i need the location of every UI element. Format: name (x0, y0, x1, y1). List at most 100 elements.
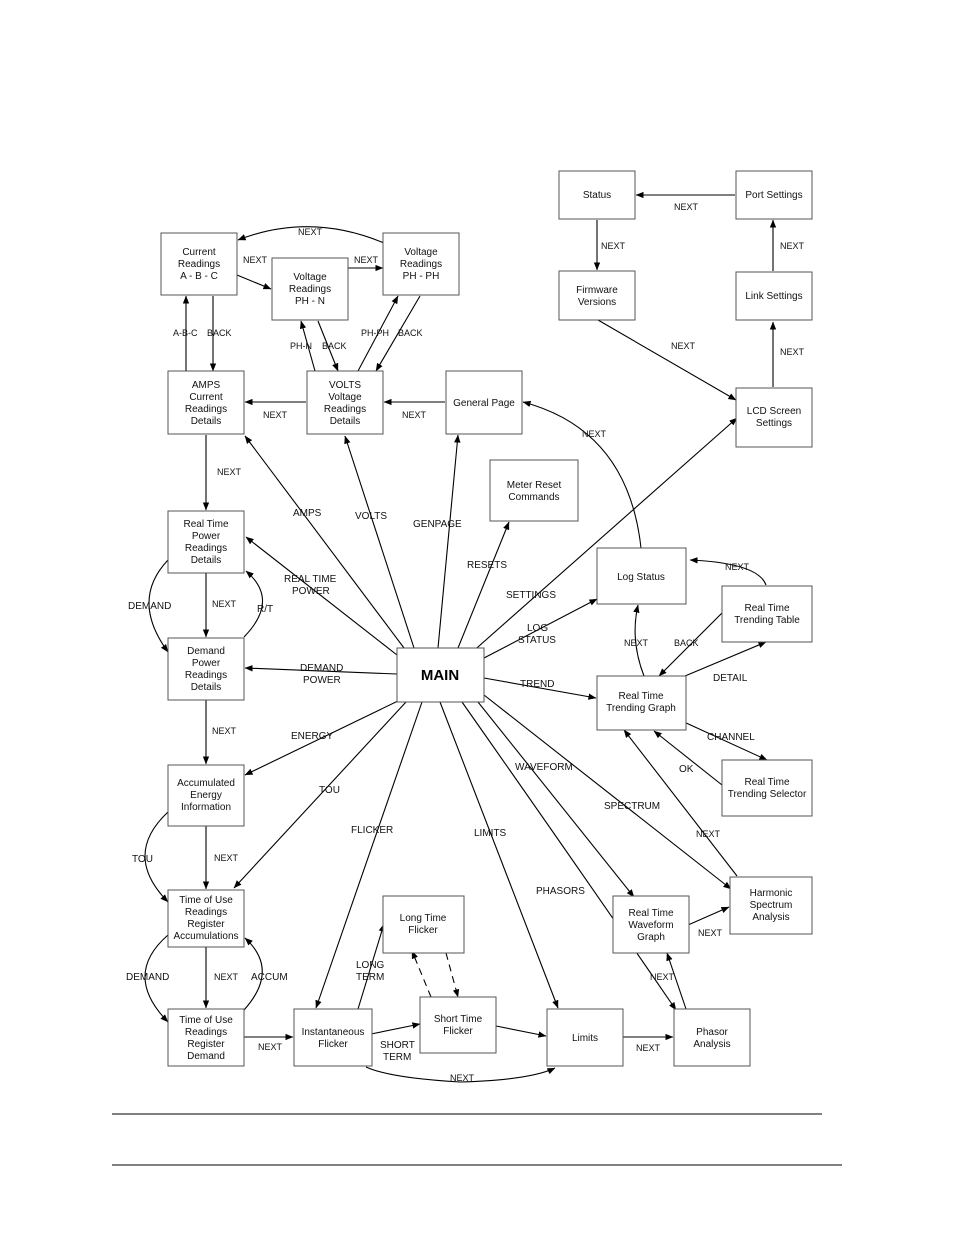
edge-demandpower-rt-loop (243, 570, 264, 638)
node-voltage-ph-ph: Voltage Readings PH - PH (382, 232, 460, 296)
node-tou-acc-line-2: Readings (185, 907, 227, 918)
node-limits-line-1: Limits (572, 1033, 598, 1044)
node-log-status: Log Status (596, 547, 687, 605)
label-short-term-2: TERM (383, 1052, 411, 1063)
edge-firmware-to-lcd (597, 319, 737, 401)
node-meter-reset-line-1: Meter Reset (507, 480, 562, 491)
label-next-waveform-harmonic: NEXT (698, 928, 723, 938)
node-rt-graph-line-1: Real Time (618, 691, 663, 702)
edge-volts-to-phn (299, 320, 316, 372)
diagram-edges (144, 191, 777, 1083)
node-harmonic-line-3: Analysis (752, 912, 789, 923)
label-back-volts-phph: BACK (398, 328, 423, 338)
node-waveform-line-2: Waveform (628, 920, 673, 931)
label-flicker: FLICKER (351, 825, 393, 836)
label-next-table-log: NEXT (725, 562, 750, 572)
label-channel: CHANNEL (707, 732, 755, 743)
node-firmware-versions-line-1: Firmware (576, 285, 618, 296)
node-instflicker-line-2: Flicker (318, 1039, 348, 1050)
node-current-line-2: Readings (178, 259, 220, 270)
edge-tou-demand-loop (144, 934, 169, 1023)
node-demand-power: Demand Power Readings Details (167, 637, 245, 701)
label-long-term-1: LONG (356, 960, 385, 971)
label-next-status-firmware: NEXT (601, 241, 626, 251)
node-longflicker-line-1: Long Time (400, 913, 447, 924)
label-tou-loop: TOU (132, 854, 153, 865)
node-volts-line-3: Readings (324, 404, 366, 415)
label-next-tou-toudemand: NEXT (214, 972, 239, 982)
edge-main-demandpower (244, 665, 398, 675)
node-shortflicker-line-2: Flicker (443, 1026, 473, 1037)
node-phasor-line-2: Analysis (693, 1039, 730, 1050)
node-phasor-line-1: Phasor (696, 1027, 728, 1038)
edge-main-energy (244, 699, 401, 776)
node-link-settings-line-1: Link Settings (745, 291, 802, 302)
node-amps-line-1: AMPS (192, 380, 221, 391)
node-phasor-analysis: Phasor Analysis (673, 1008, 751, 1067)
node-meter-reset-line-2: Commands (508, 492, 559, 503)
label-next-trend-log: NEXT (624, 638, 649, 648)
edge-main-resets (457, 521, 510, 649)
node-status-line-1: Status (583, 190, 611, 201)
node-lcd-line-1: LCD Screen (747, 406, 801, 417)
node-demandpower-line-1: Demand (187, 646, 225, 657)
node-rt-trending-table: Real Time Trending Table (721, 585, 813, 643)
edge-logstatus-to-general (522, 400, 642, 549)
node-tou-demand: Time of Use Readings Register Demand (167, 1008, 245, 1067)
label-amps: AMPS (293, 508, 322, 519)
label-next-rtpower-demand: NEXT (212, 599, 237, 609)
node-tou-dem-line-3: Register (187, 1039, 225, 1050)
edge-main-realtimepower (245, 536, 398, 656)
node-real-time-power: Real Time Power Readings Details (167, 510, 245, 574)
edge-main-spectrum (483, 694, 732, 890)
node-main: MAIN (396, 647, 485, 703)
label-next-link-port: NEXT (780, 241, 805, 251)
edge-table-to-logstatus (689, 557, 767, 586)
node-voltage-ph-n: Voltage Readings PH - N (271, 257, 349, 321)
label-real-time-power-2: POWER (292, 586, 330, 597)
edge-trendgraph-to-table (684, 641, 767, 677)
node-phn-line-1: Voltage (293, 272, 327, 283)
label-demand-power-2: POWER (303, 675, 341, 686)
edge-table-to-trendgraph (658, 612, 723, 677)
node-rt-trending-graph: Real Time Trending Graph (596, 675, 687, 731)
label-settings: SETTINGS (506, 590, 556, 601)
node-shortflicker-line-1: Short Time (434, 1014, 483, 1025)
node-rt-selector-line-1: Real Time (744, 777, 789, 788)
diagram-nodes: Status Port Settings Firmware Versions L… (160, 170, 813, 1067)
edge-trendgraph-to-logstatus (633, 604, 645, 677)
label-phasors: PHASORS (536, 886, 585, 897)
label-abc: A-B-C (173, 328, 198, 338)
node-tou-acc-line-3: Register (187, 919, 225, 930)
label-next-toudemand-inst: NEXT (258, 1042, 283, 1052)
node-port-settings-line-1: Port Settings (745, 190, 802, 201)
node-lcd-line-2: Settings (756, 418, 792, 429)
label-log-status-1: LOG (527, 623, 548, 634)
label-ok: OK (679, 764, 694, 775)
node-link-settings: Link Settings (735, 271, 813, 321)
edge-main-logstatus (483, 598, 598, 659)
node-volts-line-4: Details (330, 416, 361, 427)
node-harmonic-line-2: Spectrum (750, 900, 793, 911)
node-longflicker-line-2: Flicker (408, 925, 438, 936)
node-tou-acc-line-1: Time of Use (179, 895, 233, 906)
label-next-lcd-link: NEXT (780, 347, 805, 357)
label-next-limits-phasor: NEXT (636, 1043, 661, 1053)
node-main-label: MAIN (421, 667, 459, 684)
edge-trendgraph-to-selector (683, 721, 768, 761)
label-next-energy-tou: NEXT (214, 853, 239, 863)
label-detail: DETAIL (713, 673, 748, 684)
edge-phph-to-volts (375, 295, 421, 372)
label-long-term-2: TERM (356, 972, 384, 983)
label-back-volts-phn: BACK (322, 341, 347, 351)
label-next-phn-phph: NEXT (354, 255, 379, 265)
node-phph-line-3: PH - PH (403, 271, 440, 282)
edge-main-trend (483, 677, 597, 700)
node-demandpower-line-3: Readings (185, 670, 227, 681)
edge-main-flicker (315, 701, 423, 1009)
node-phn-line-3: PH - N (295, 296, 325, 307)
node-tou-dem-line-2: Readings (185, 1027, 227, 1038)
node-volts-details: VOLTS Voltage Readings Details (306, 370, 384, 435)
node-rtpower-line-2: Power (192, 531, 221, 542)
node-rtpower-line-4: Details (191, 555, 222, 566)
